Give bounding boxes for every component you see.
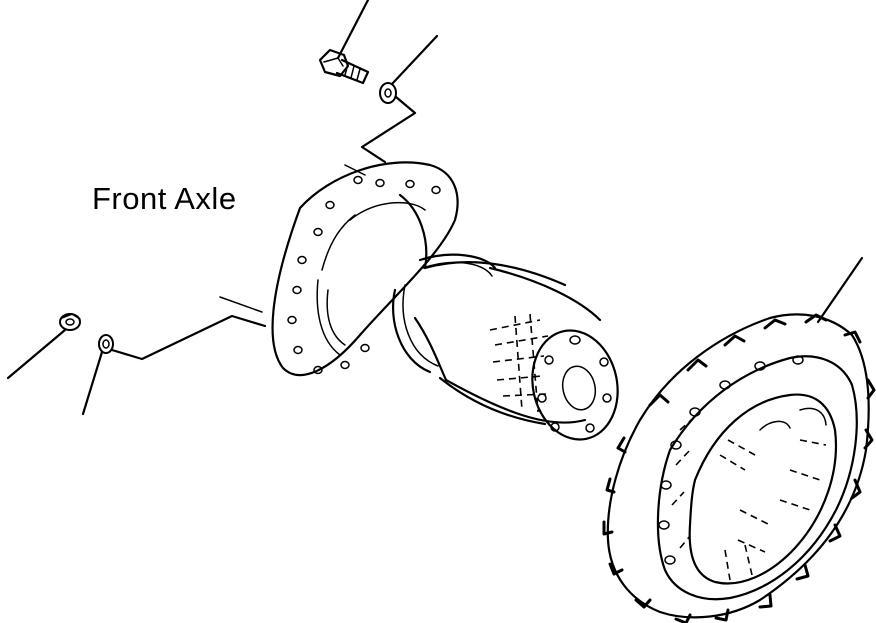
left-washer-leader: [81, 350, 104, 416]
left-nut-leader: [6, 328, 67, 380]
top-guide-line: [344, 164, 366, 176]
drive-sprocket: [602, 313, 876, 623]
top-assembly-line: [360, 95, 417, 164]
left-guide-line: [219, 296, 263, 313]
left-nut: [59, 313, 81, 331]
top-bolt-leader: [336, 0, 370, 60]
front-axle-label: Front Axle: [92, 181, 237, 216]
top-washer-leader: [390, 34, 439, 86]
left-washer: [98, 334, 114, 354]
left-assembly-line: [110, 314, 267, 361]
top-bolt: [318, 48, 370, 85]
sprocket-leader: [816, 256, 864, 324]
top-washer: [379, 82, 397, 104]
axle-housing: [271, 161, 619, 441]
